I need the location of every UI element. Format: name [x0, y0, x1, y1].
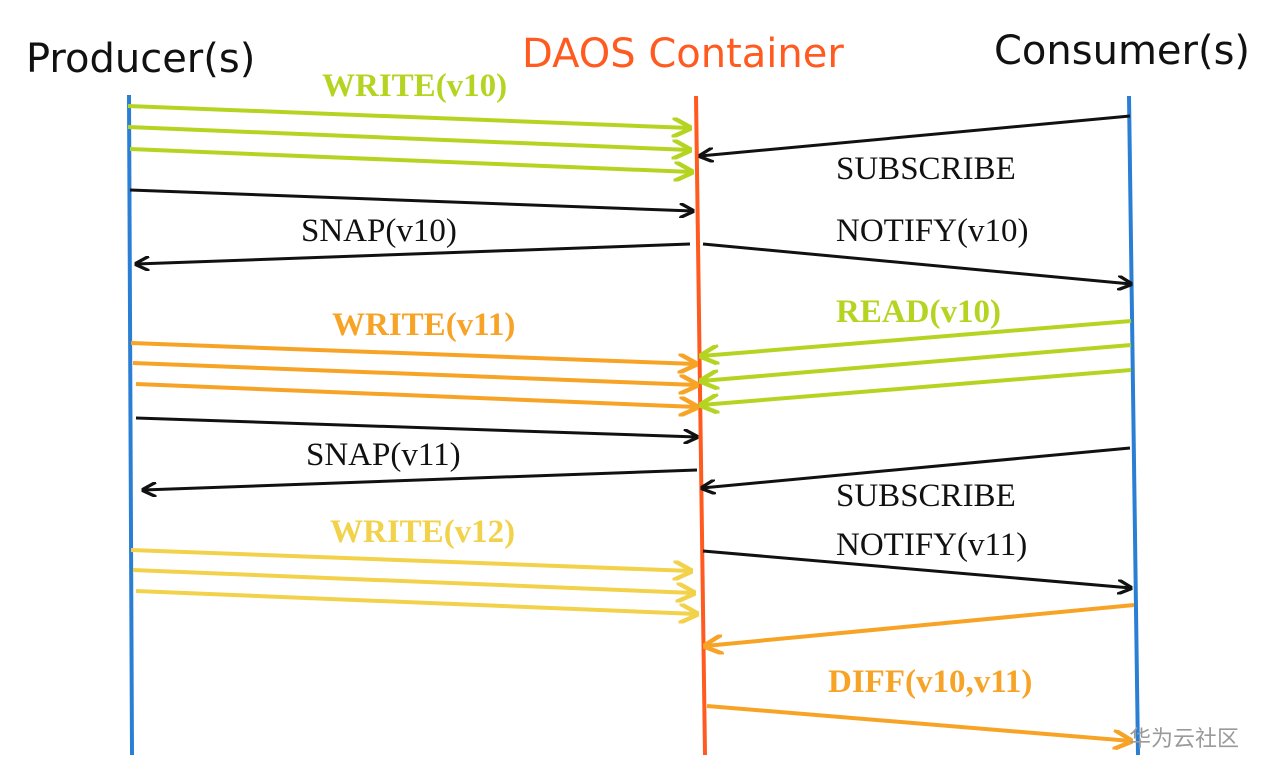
- consumer-header: Consumer(s): [994, 28, 1250, 74]
- notify-v11-label: NOTIFY(v11): [836, 527, 1027, 563]
- write-v12-arrow-2: [132, 568, 694, 593]
- write-v12-arrow-3: [135, 589, 697, 614]
- read-v10-arrow-2: [701, 343, 1132, 381]
- snap-v11-label: SNAP(v11): [306, 437, 461, 473]
- snap-v10-response-arrow: [136, 242, 691, 264]
- notify-v10-label: NOTIFY(v10): [836, 213, 1028, 249]
- subscribe-1-label: SUBSCRIBE: [836, 151, 1016, 187]
- subscribe-2-label: SUBSCRIBE: [836, 478, 1016, 514]
- subscribe-2-arrow: [702, 446, 1131, 488]
- snap-v11-response-arrow: [143, 468, 698, 490]
- write-v11-arrow-1: [130, 341, 696, 364]
- producer-header: Producer(s): [26, 36, 255, 82]
- write-v10-arrow-2: [127, 125, 690, 150]
- watermark: 华为云社区: [1129, 727, 1239, 752]
- write-v10-label: WRITE(v10): [322, 68, 507, 104]
- diff-request-arrow: [705, 603, 1135, 646]
- write-v10-arrow-1: [127, 104, 690, 128]
- notify-v11-arrow: [702, 549, 1131, 588]
- snap-v10-label: SNAP(v10): [301, 213, 457, 249]
- diff-response-arrow: [706, 704, 1131, 741]
- snap-v11-request-arrow: [135, 416, 697, 437]
- write-v11-arrow-2: [132, 361, 697, 385]
- read-v10-label: READ(v10): [836, 294, 1001, 330]
- container-lifeline: [694, 95, 707, 756]
- write-v12-label: WRITE(v12): [330, 514, 515, 550]
- notify-v10-arrow: [702, 242, 1131, 284]
- read-v10-arrow-1: [701, 319, 1132, 356]
- snap-v10-request-arrow: [129, 188, 693, 211]
- diff-label: DIFF(v10,v11): [828, 664, 1032, 700]
- producer-lifeline: [127, 94, 134, 756]
- read-v10-arrow-3: [701, 368, 1132, 405]
- write-v11-label: WRITE(v11): [332, 307, 515, 343]
- write-v12-arrow-1: [130, 548, 691, 571]
- write-v10-arrow-3: [129, 147, 692, 172]
- consumer-lifeline: [1127, 95, 1140, 756]
- write-v11-arrow-3: [135, 382, 697, 407]
- subscribe-1-arrow: [700, 114, 1131, 156]
- container-header: DAOS Container: [522, 31, 844, 77]
